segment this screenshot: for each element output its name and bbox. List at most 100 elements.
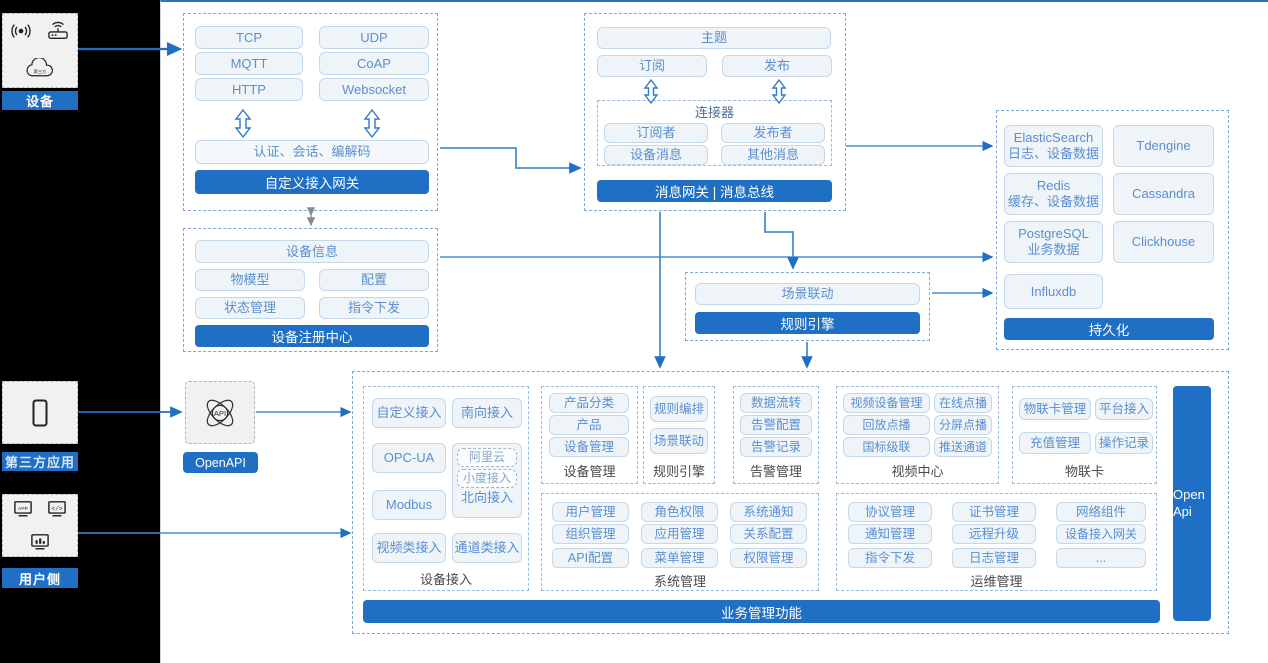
vc-video-device-management[interactable]: 视频设备管理 (843, 393, 930, 413)
svg-text:APP: APP (18, 506, 29, 512)
access-opc-ua[interactable]: OPC-UA (372, 443, 446, 473)
ic-platform-access[interactable]: 平台接入 (1095, 398, 1153, 420)
sm-role-permission[interactable]: 角色权限 (641, 502, 718, 522)
dm-product-category[interactable]: 产品分类 (549, 393, 629, 413)
access-xiaodu[interactable]: 小度接入 (457, 469, 517, 488)
am-alarm-config[interactable]: 告警配置 (740, 415, 812, 435)
system-management-caption: 系统管理 (653, 573, 706, 589)
registry-thing-model[interactable]: 物模型 (195, 269, 305, 291)
om-remote-upgrade[interactable]: 远程升级 (952, 524, 1036, 544)
protocol-udp[interactable]: UDP (319, 26, 429, 49)
access-modbus[interactable]: Modbus (372, 490, 446, 520)
am-data-flow[interactable]: 数据流转 (740, 393, 812, 413)
om-log-management[interactable]: 日志管理 (952, 548, 1036, 568)
vc-push-channel[interactable]: 推送通道 (934, 437, 992, 457)
access-aliyun[interactable]: 阿里云 (457, 448, 517, 467)
video-center-caption: 视频中心 (891, 463, 944, 479)
persistence-clickhouse[interactable]: Clickhouse (1113, 221, 1214, 263)
om-protocol-management[interactable]: 协议管理 (848, 502, 932, 522)
video-center-group (836, 386, 999, 484)
sm-app-management[interactable]: 应用管理 (641, 524, 718, 544)
protocol-websocket[interactable]: Websocket (319, 78, 429, 101)
om-network-component[interactable]: 网络组件 (1056, 502, 1146, 522)
dm-product[interactable]: 产品 (549, 415, 629, 435)
om-device-access-gateway[interactable]: 设备接入网关 (1056, 524, 1146, 544)
am-alarm-record[interactable]: 告警记录 (740, 437, 812, 457)
access-custom[interactable]: 自定义接入 (372, 398, 446, 428)
device-access-caption: 设备接入 (419, 571, 472, 587)
ic-recharge-management[interactable]: 充值管理 (1019, 432, 1091, 454)
ic-operation-record[interactable]: 操作记录 (1095, 432, 1153, 454)
persistence-elasticsearch[interactable]: ElasticSearch 日志、设备数据 (1004, 125, 1103, 167)
svg-text:API: API (214, 408, 226, 417)
api-atom-icon: API (199, 392, 241, 434)
sm-menu-management[interactable]: 菜单管理 (641, 548, 718, 568)
open-api-side-bar: Open Api (1173, 386, 1211, 621)
registry-title: 设备注册中心 (195, 325, 429, 347)
om-command-dispatch[interactable]: 指令下发 (848, 548, 932, 568)
message-subscribe[interactable]: 订阅 (597, 55, 707, 77)
access-northbound-label: 北向接入 (460, 490, 513, 505)
chart-monitor-icon (3, 533, 77, 551)
access-northbound-box[interactable]: 阿里云 小度接入 北向接入 (452, 443, 522, 518)
ic-card-management[interactable]: 物联卡管理 (1019, 398, 1091, 420)
protocol-tcp[interactable]: TCP (195, 26, 303, 49)
dm-device-management[interactable]: 设备管理 (549, 437, 629, 457)
message-bus-group (584, 13, 846, 211)
re-scene-linkage[interactable]: 场景联动 (650, 428, 708, 454)
message-topic[interactable]: 主题 (597, 27, 831, 49)
re-rule-orchestration[interactable]: 规则编排 (650, 396, 708, 422)
persistence-postgresql[interactable]: PostgreSQL 业务数据 (1004, 221, 1103, 263)
access-southbound[interactable]: 南向接入 (452, 398, 522, 428)
rail-card-third-party-app (2, 381, 78, 444)
vc-playback[interactable]: 回放点播 (843, 415, 930, 435)
system-management-group (541, 493, 819, 591)
connector-subscriber[interactable]: 订阅者 (604, 123, 708, 143)
connector-publisher[interactable]: 发布者 (721, 123, 825, 143)
message-publish[interactable]: 发布 (722, 55, 832, 77)
om-more[interactable]: ... (1056, 548, 1146, 568)
persistence-tdengine[interactable]: Tdengine (1113, 125, 1214, 167)
device-management-caption: 设备管理 (563, 463, 616, 479)
connector-device-message[interactable]: 设备消息 (604, 145, 708, 165)
om-notice-management[interactable]: 通知管理 (848, 524, 932, 544)
alarm-management-caption: 告警管理 (749, 463, 802, 479)
persistence-redis[interactable]: Redis 缓存、设备数据 (1004, 173, 1103, 215)
rule-engine-scene-linkage[interactable]: 场景联动 (695, 283, 920, 305)
sm-user-management[interactable]: 用户管理 (552, 502, 629, 522)
registry-command-dispatch[interactable]: 指令下发 (319, 297, 429, 319)
vc-split-screen-play[interactable]: 分屏点播 (934, 415, 992, 435)
connector-title: 连接器 (694, 104, 734, 120)
access-video[interactable]: 视频类接入 (372, 533, 446, 563)
svg-text:第三方: 第三方 (34, 68, 47, 75)
protocol-http[interactable]: HTTP (195, 78, 303, 101)
gateway-auth-session-codec[interactable]: 认证、会话、编解码 (195, 140, 429, 164)
registry-device-info[interactable]: 设备信息 (195, 240, 429, 263)
sm-system-notice[interactable]: 系统通知 (730, 502, 807, 522)
vc-gb-cascade[interactable]: 国标级联 (843, 437, 930, 457)
openapi-icon-box: API (185, 381, 255, 444)
protocol-mqtt[interactable]: MQTT (195, 52, 303, 75)
registry-config[interactable]: 配置 (319, 269, 429, 291)
sm-permission-management[interactable]: 权限管理 (730, 548, 807, 568)
registry-state-management[interactable]: 状态管理 (195, 297, 305, 319)
access-channel[interactable]: 通道类接入 (452, 533, 522, 563)
vc-online-play[interactable]: 在线点播 (934, 393, 992, 413)
protocol-coap[interactable]: CoAP (319, 52, 429, 75)
rail-card-device: 第三方 (2, 13, 78, 88)
mobile-phone-icon (30, 398, 50, 428)
rule-engine-col-group (643, 386, 715, 484)
sm-relation-config[interactable]: 关系配置 (730, 524, 807, 544)
connector-other-message[interactable]: 其他消息 (721, 145, 825, 165)
persistence-cassandra[interactable]: Cassandra (1113, 173, 1214, 215)
rail-label-third-party-app: 第三方应用 (2, 452, 78, 471)
ops-management-group (836, 493, 1157, 591)
gateway-title: 自定义接入网关 (195, 170, 429, 194)
sm-api-config[interactable]: API配置 (552, 548, 629, 568)
sm-org-management[interactable]: 组织管理 (552, 524, 629, 544)
om-cert-management[interactable]: 证书管理 (952, 502, 1036, 522)
rule-engine-group (685, 272, 930, 341)
persistence-influxdb[interactable]: Influxdb (1004, 274, 1103, 309)
registry-group (183, 228, 438, 352)
